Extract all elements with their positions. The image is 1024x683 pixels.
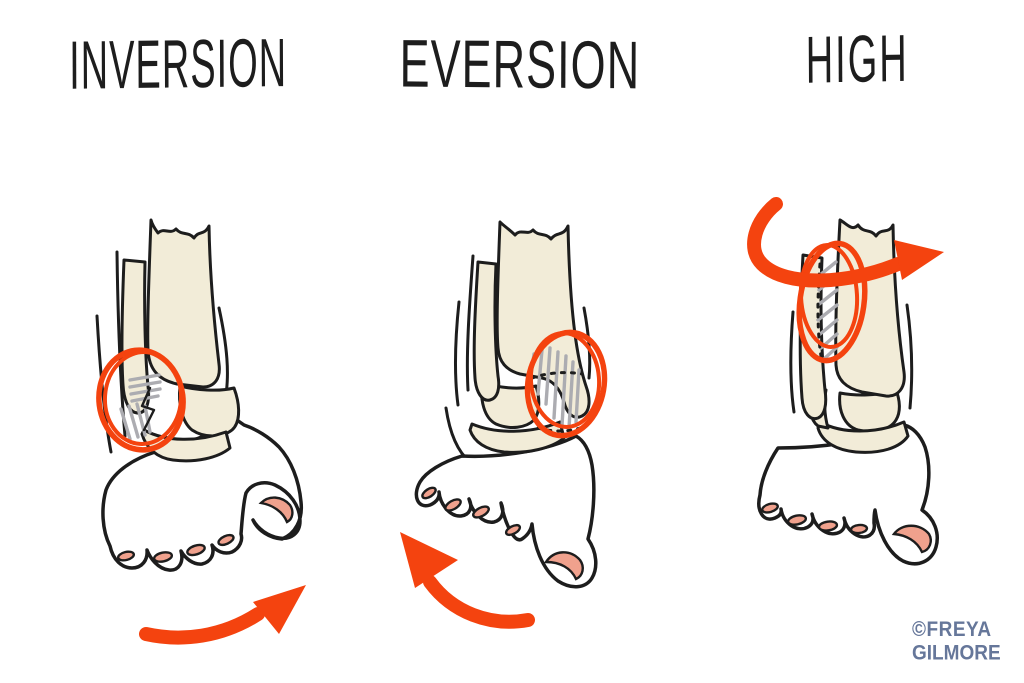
sprain-highlight-circle (96, 347, 186, 453)
toenail (421, 486, 437, 500)
sprain-highlight-circle (524, 329, 608, 439)
toenails (421, 486, 584, 581)
tear-zigzag (140, 386, 156, 432)
rotation-arrow (747, 197, 944, 288)
foot-outline (101, 416, 304, 572)
dashed-bone-edge (530, 371, 584, 380)
tibia-bone (146, 218, 221, 389)
toenail (186, 543, 206, 557)
movement-arrow (139, 585, 306, 645)
foot-illustration-inversion (95, 218, 306, 645)
artist-signature: ©FREYA GILMORE (912, 618, 1016, 665)
torn-ligament-lines (119, 373, 162, 441)
signature-line-1: ©FREYA (912, 618, 992, 642)
big-toenail (543, 551, 584, 581)
toenail (849, 523, 869, 535)
big-toenail (258, 496, 294, 524)
toenail (817, 520, 839, 532)
toenails (761, 502, 932, 554)
foot-outline (414, 434, 598, 589)
toenail (786, 514, 808, 526)
toenail (472, 505, 490, 519)
sprain-highlight-circle (796, 240, 868, 364)
foot-outline (757, 423, 939, 566)
movement-arrow (400, 532, 535, 629)
foot-illustration-high (747, 197, 944, 566)
toenail (116, 550, 136, 562)
title-inversion: INVERSION (68, 26, 288, 105)
toenail (444, 498, 462, 512)
title-high: HIGH (805, 23, 909, 99)
title-eversion: EVERSION (399, 25, 641, 104)
toenail (152, 551, 174, 563)
fibula-bone (472, 260, 501, 402)
toenails (116, 496, 294, 563)
leg-skin-lines (789, 303, 914, 414)
toenail (217, 533, 235, 547)
signature-line-2: GILMORE (912, 641, 1001, 666)
big-toenail (891, 524, 932, 554)
toenail (761, 502, 779, 514)
foot-illustration-eversion (400, 220, 608, 629)
toenail (504, 523, 522, 537)
